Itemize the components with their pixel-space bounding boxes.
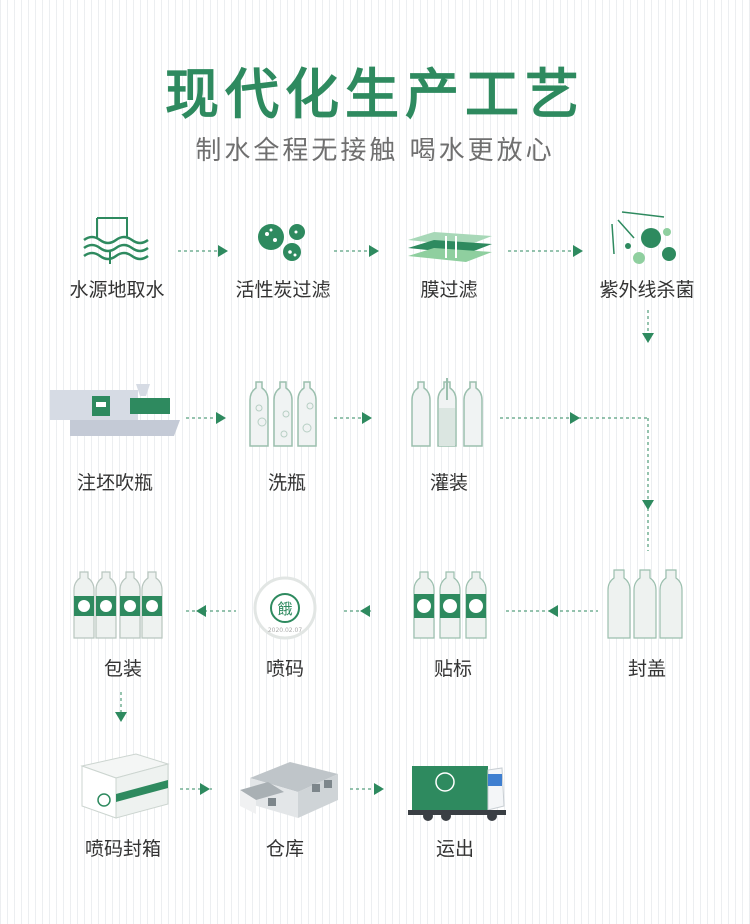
coding-text: 2020.02.07	[268, 627, 303, 634]
step-label: 灌装	[429, 472, 468, 494]
arrow-right	[334, 412, 372, 424]
arrow-left	[506, 605, 598, 617]
water-source-icon	[42, 210, 192, 285]
step-label: 洗瓶	[267, 472, 306, 494]
step-label: 贴标	[433, 658, 472, 680]
step-label: 运出	[435, 838, 474, 860]
packaging-icon	[48, 568, 198, 643]
capping-icon	[572, 568, 722, 643]
page-subtitle: 制水全程无接触 喝水更放心	[195, 136, 555, 166]
step-label: 注坯吹瓶	[76, 472, 153, 494]
arrow-left	[186, 605, 236, 617]
coding-icon: 餓 2020.02.07	[210, 568, 360, 643]
step-label: 仓库	[265, 838, 304, 860]
step-label: 喷码封箱	[84, 838, 161, 860]
arrow-right	[500, 412, 648, 424]
carton-box-icon	[48, 748, 198, 823]
arrow-right	[350, 783, 384, 795]
step-label: 紫外线杀菌	[599, 279, 695, 301]
step-label: 水源地取水	[69, 279, 165, 301]
arrow-down	[642, 418, 654, 551]
page-title: 现代化生产工艺	[165, 63, 585, 126]
arrow-left	[344, 605, 374, 617]
step-label: 活性炭过滤	[235, 279, 331, 301]
filling-icon	[374, 378, 524, 453]
arrow-right	[180, 783, 212, 795]
uv-sterilize-icon	[572, 210, 722, 285]
activated-carbon-icon	[208, 210, 358, 285]
membrane-filter-icon	[374, 210, 524, 285]
warehouse-icon	[210, 748, 360, 823]
arrow-right	[186, 412, 226, 424]
bottle-wash-icon	[212, 378, 362, 453]
step-label: 包装	[103, 658, 142, 680]
arrow-down	[115, 692, 127, 722]
step-label: 膜过滤	[420, 279, 478, 301]
arrow-down	[642, 310, 654, 343]
brand-char: 餓	[277, 600, 292, 618]
arrow-right	[508, 245, 583, 257]
blow-molding-machine-icon	[40, 378, 190, 453]
labeling-icon	[378, 568, 528, 643]
step-label: 封盖	[627, 658, 666, 680]
arrow-right	[178, 245, 228, 257]
arrow-right	[334, 245, 379, 257]
delivery-truck-icon	[380, 748, 530, 823]
step-label: 喷码	[265, 658, 304, 680]
